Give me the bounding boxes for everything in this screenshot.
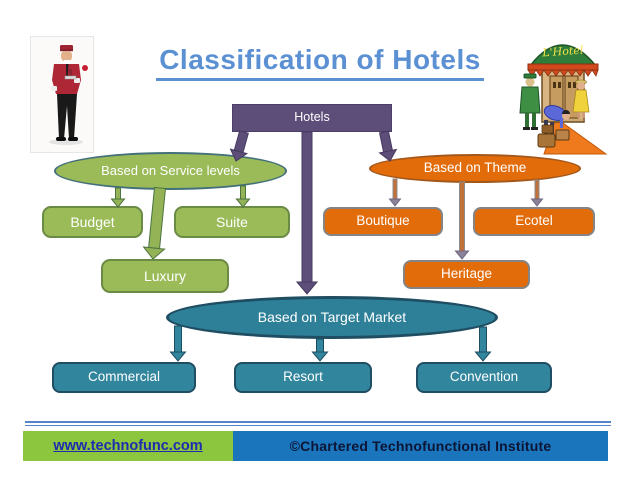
luggage-box bbox=[541, 124, 554, 134]
man-suit bbox=[519, 86, 541, 114]
ellipse-theme: Based on Theme bbox=[369, 154, 581, 183]
footer-divider-line bbox=[25, 421, 611, 426]
node-convention: Convention bbox=[416, 362, 552, 393]
ellipse-target-market: Based on Target Market bbox=[166, 296, 498, 339]
node-suite: Suite bbox=[174, 206, 290, 238]
footer-right-bar: ©Chartered Technofunctional Institute bbox=[233, 431, 608, 461]
node-hotels: Hotels bbox=[232, 104, 392, 132]
node-resort: Resort bbox=[234, 362, 372, 393]
copyright-text: ©Chartered Technofunctional Institute bbox=[289, 438, 552, 454]
node-luxury: Luxury bbox=[101, 259, 229, 293]
man-hat bbox=[523, 73, 537, 79]
footer-left-bar: www.technofunc.com bbox=[23, 431, 233, 461]
node-budget: Budget bbox=[42, 206, 143, 238]
bellhop-photo bbox=[30, 36, 94, 153]
page-title-text: Classification of Hotels bbox=[156, 44, 484, 81]
hotel-entrance-clipart: L'Hotel bbox=[519, 44, 608, 155]
page-title: Classification of Hotels bbox=[130, 44, 510, 81]
node-heritage: Heritage bbox=[403, 260, 530, 289]
ellipse-service-levels: Based on Service levels bbox=[54, 152, 287, 190]
luggage-box bbox=[537, 133, 556, 148]
luggage-box bbox=[555, 129, 570, 141]
hotel-sign-text: L'Hotel bbox=[541, 44, 584, 60]
node-ecotel: Ecotel bbox=[473, 207, 595, 236]
node-boutique: Boutique bbox=[323, 207, 443, 236]
website-link[interactable]: www.technofunc.com bbox=[53, 438, 203, 454]
man-head bbox=[525, 77, 535, 87]
woman-dress bbox=[572, 89, 590, 113]
woman-head bbox=[577, 82, 585, 90]
node-commercial: Commercial bbox=[52, 362, 196, 393]
